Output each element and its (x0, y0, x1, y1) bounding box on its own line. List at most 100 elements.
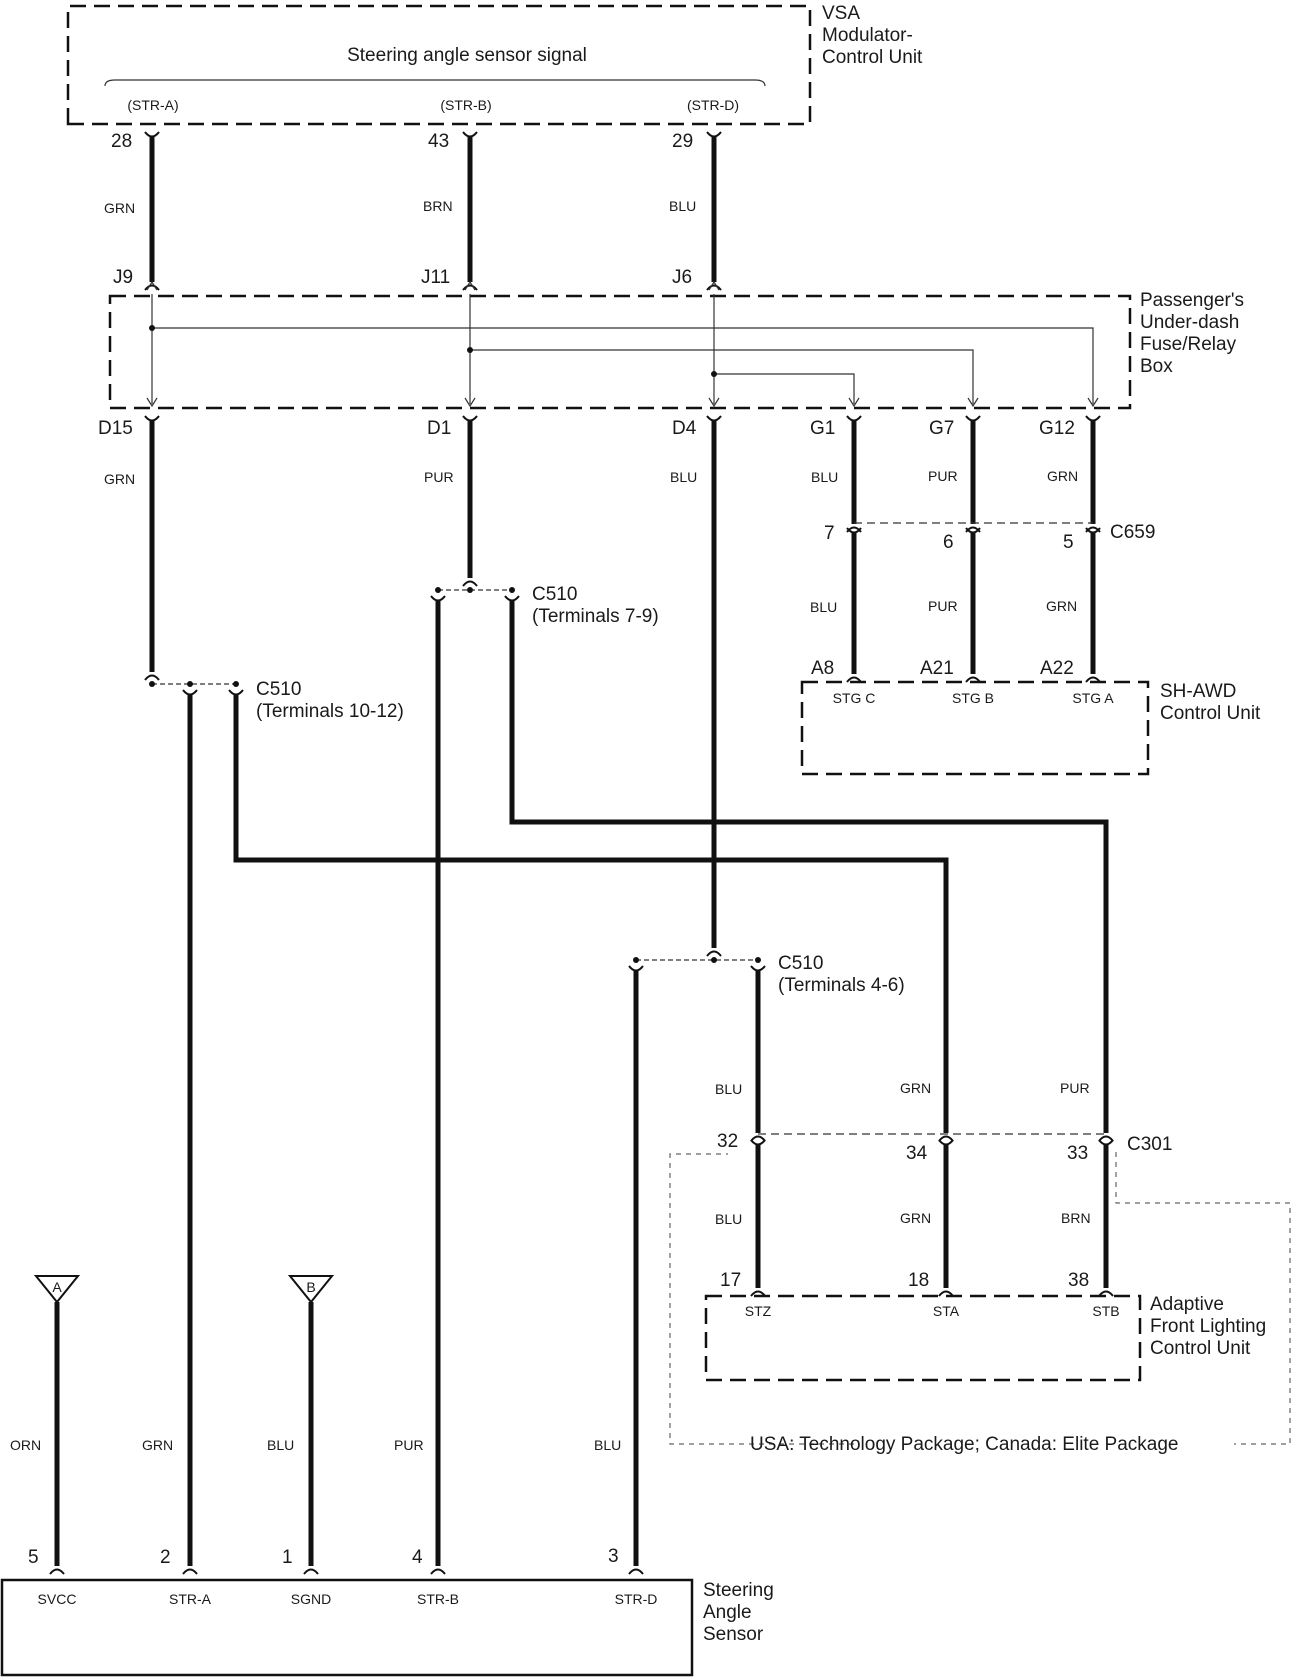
str-a-wiring (144, 415, 949, 1566)
sensor-pin-1: 1 (282, 1547, 293, 1568)
wire-color-pur-3: PUR (928, 598, 958, 614)
c510-b-label: C510 (256, 679, 301, 700)
vsa-control-unit: VSA Modulator- Control Unit Steering ang… (66, 3, 923, 126)
wire-color-grn-3: GRN (1047, 468, 1078, 484)
sh-awd-signal-stg-c: STG C (833, 690, 876, 706)
c659-label: C659 (1110, 522, 1155, 543)
wire-color-grn-2: GRN (104, 471, 135, 487)
vsa-signal-str-d: (STR-D) (687, 97, 739, 113)
flag-b: B (287, 1275, 335, 1566)
vsa-signal-title: Steering angle sensor signal (347, 45, 587, 66)
wire-color-pur-1: PUR (424, 469, 454, 485)
sh-awd-label-1: SH-AWD (1160, 681, 1236, 702)
sensor-label-2: Angle (703, 1602, 752, 1623)
fuse-pin-d1: D1 (427, 418, 451, 439)
sensor-pin-2: 2 (160, 1547, 171, 1568)
fuse-box-label-1: Passenger's (1140, 290, 1244, 311)
sensor-pin-4: 4 (412, 1547, 423, 1568)
c301-label: C301 (1127, 1134, 1172, 1155)
sensor-label-3: Sensor (703, 1624, 764, 1645)
wire-color-pur-2: PUR (928, 468, 958, 484)
fuse-pin-j6: J6 (672, 267, 692, 288)
wire-color-pur-4: PUR (1060, 1080, 1090, 1096)
c659-pin-6: 6 (943, 532, 954, 553)
vsa-unit-label-3: Control Unit (822, 47, 923, 68)
fuse-box-label-2: Under-dash (1140, 312, 1239, 333)
vsa-signal-str-a: (STR-A) (127, 97, 178, 113)
fuse-pin-j11: J11 (421, 267, 450, 288)
wire-color-blu-7: BLU (267, 1437, 294, 1453)
wire-color-grn-7: GRN (142, 1437, 173, 1453)
fuse-box-label-3: Fuse/Relay (1140, 334, 1237, 355)
sh-awd-pin-a8: A8 (811, 658, 834, 679)
sensor-signal-str-b: STR-B (417, 1591, 459, 1607)
wire-color-orn: ORN (10, 1437, 41, 1453)
vsa-pin-29: 29 (672, 131, 693, 152)
wire-color-blu-5: BLU (715, 1081, 742, 1097)
c510-c-terminals: (Terminals 4-6) (778, 975, 905, 996)
fuse-pin-j9: J9 (113, 267, 133, 288)
wire-color-blu-1: BLU (669, 198, 696, 214)
afl-pin-17: 17 (720, 1270, 741, 1291)
wire-color-grn-6: GRN (900, 1210, 931, 1226)
sh-awd-signal-stg-a: STG A (1072, 690, 1114, 706)
str-b-wiring (430, 415, 1109, 1566)
wire-color-blu-4: BLU (810, 599, 837, 615)
sh-awd-control-unit: STG C STG B STG A SH-AWD Control Unit (800, 680, 1261, 776)
sh-awd-signal-stg-b: STG B (952, 690, 994, 706)
sh-awd-wires (846, 415, 1101, 683)
fuse-relay-box: Passenger's Under-dash Fuse/Relay Box (108, 280, 1244, 410)
afl-pin-18: 18 (908, 1270, 929, 1291)
vsa-unit-label-1: VSA (822, 3, 860, 24)
fuse-pin-d4: D4 (672, 418, 697, 439)
c659-pin-5: 5 (1063, 532, 1074, 553)
steering-angle-sensor: SVCC STR-A SGND STR-B STR-D Steering Ang… (0, 1578, 774, 1677)
wire-color-blu-2: BLU (670, 469, 697, 485)
afl-control-unit: STZ STA STB Adaptive Front Lighting Cont… (704, 1294, 1266, 1382)
wire-color-blu-6: BLU (715, 1211, 742, 1227)
signal-bracket (104, 79, 766, 87)
c301-pin-34: 34 (906, 1143, 928, 1164)
afl-pin-38: 38 (1068, 1270, 1089, 1291)
c510-a-terminals: (Terminals 7-9) (532, 606, 659, 627)
sh-awd-pin-a21: A21 (920, 658, 954, 679)
sensor-signal-svcc: SVCC (38, 1591, 77, 1607)
wire-color-blu-3: BLU (811, 469, 838, 485)
afl-signal-stz: STZ (745, 1303, 772, 1319)
vsa-unit-label-2: Modulator- (822, 25, 913, 46)
afl-label-1: Adaptive (1150, 1294, 1224, 1315)
vsa-to-fusebox-wires (144, 131, 722, 291)
wire-color-grn-4: GRN (1046, 598, 1077, 614)
sensor-signal-str-d: STR-D (615, 1591, 658, 1607)
c301-pin-33: 33 (1067, 1143, 1088, 1164)
vsa-pin-43: 43 (428, 131, 449, 152)
sh-awd-label-2: Control Unit (1160, 703, 1261, 724)
flag-b-letter: B (306, 1279, 315, 1295)
package-note: USA: Technology Package; Canada: Elite P… (750, 1434, 1178, 1455)
flag-a: A (33, 1275, 81, 1566)
wire-color-pur-5: PUR (394, 1437, 424, 1453)
fuse-pin-g7: G7 (929, 418, 954, 439)
sensor-pin-5: 5 (28, 1547, 39, 1568)
wire-color-blu-8: BLU (594, 1437, 621, 1453)
wire-color-brn-1: BRN (423, 198, 453, 214)
sensor-connector-tips (49, 1568, 644, 1575)
package-boundary (669, 1152, 1291, 1445)
c659-pin-7: 7 (824, 523, 835, 544)
afl-signal-stb: STB (1092, 1303, 1119, 1319)
afl-label-3: Control Unit (1150, 1338, 1251, 1359)
c301-pin-32: 32 (717, 1131, 738, 1152)
flag-a-letter: A (52, 1279, 62, 1295)
fuse-pin-g1: G1 (810, 418, 835, 439)
fuse-box-label-4: Box (1140, 356, 1173, 377)
c510-c-label: C510 (778, 953, 823, 974)
c510-a-label: C510 (532, 584, 577, 605)
sensor-label-1: Steering (703, 1580, 774, 1601)
c301-connector (750, 1133, 1114, 1297)
str-d-wiring (628, 415, 766, 1566)
sensor-signal-str-a: STR-A (169, 1591, 212, 1607)
sh-awd-pin-a22: A22 (1040, 658, 1074, 679)
vsa-signal-str-b: (STR-B) (440, 97, 491, 113)
vsa-pin-28: 28 (111, 131, 132, 152)
